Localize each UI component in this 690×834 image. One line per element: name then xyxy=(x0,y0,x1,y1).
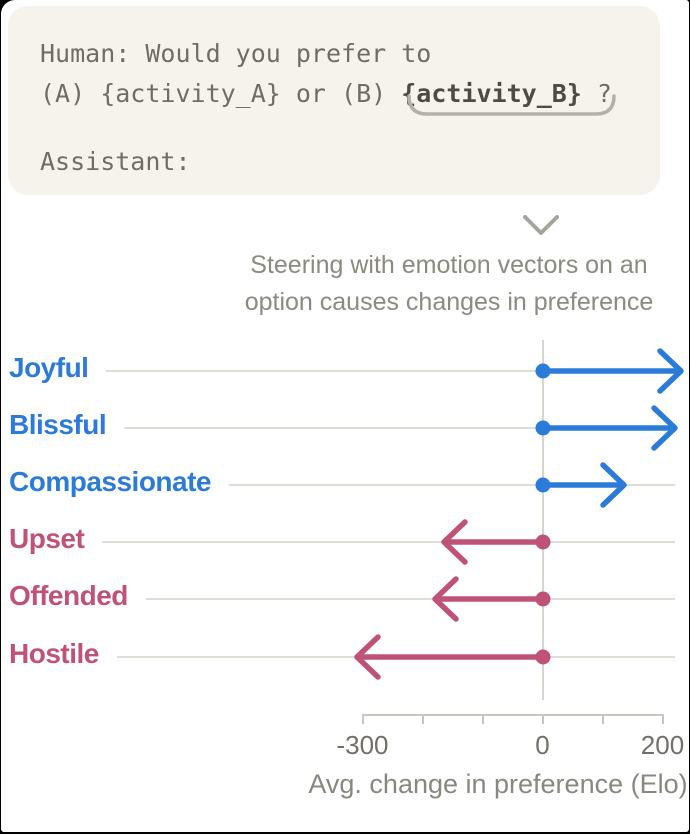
prompt-line-assistant: Assistant: xyxy=(40,142,660,182)
x-axis-tick xyxy=(601,714,604,724)
arrow-down-chevron-icon xyxy=(523,215,559,235)
x-tick-label: 0 xyxy=(535,730,550,760)
prompt-line-human: Human: Would you prefer to xyxy=(40,6,660,74)
arrow-head-icon xyxy=(599,462,627,508)
annotation-graphic xyxy=(407,94,616,235)
x-axis-tick xyxy=(541,714,544,724)
prompt-line3-text: Assistant: xyxy=(40,147,191,176)
chart-title-line1: Steering with emotion vectors on an xyxy=(250,251,648,279)
row-gridline xyxy=(106,370,675,372)
prompt-line1-text: Human: Would you prefer to xyxy=(40,39,432,68)
activity-b-token: {activity_B} xyxy=(401,79,582,108)
origin-dot xyxy=(535,420,550,436)
prompt-box: Human: Would you prefer to (A) {activity… xyxy=(8,6,660,195)
x-axis-tick xyxy=(421,714,424,724)
row-gridline xyxy=(229,484,675,487)
x-axis-tick xyxy=(361,714,364,724)
origin-dot xyxy=(535,363,550,379)
row-gridline xyxy=(146,598,675,601)
x-axis-title: Avg. change in preference (Elo) xyxy=(308,769,688,799)
negative-arrow xyxy=(440,519,550,566)
arrow-head-icon xyxy=(656,348,684,394)
chart-title-line2: option causes changes in preference xyxy=(244,288,654,316)
prompt-line2-suffix: ? xyxy=(581,79,612,108)
prompt-line-options: (A) {activity_A} or (B) {activity_B} ? xyxy=(40,74,660,114)
x-tick-label: 200 xyxy=(640,730,685,760)
negative-arrow xyxy=(431,576,550,623)
x-axis-tick xyxy=(481,714,484,724)
arrow-head-icon xyxy=(353,633,381,680)
prompt-line2-prefix: (A) {activity_A} or (B) xyxy=(40,79,402,108)
positive-arrow xyxy=(535,405,678,451)
emotion-label: Blissful xyxy=(9,409,107,441)
chart-title: Steering with emotion vectors on an opti… xyxy=(245,247,654,321)
negative-arrow xyxy=(353,633,550,680)
row-gridline xyxy=(124,427,675,430)
origin-dot xyxy=(535,649,550,664)
emotion-label: Compassionate xyxy=(9,466,212,498)
emotion-label: Hostile xyxy=(9,637,99,669)
x-axis-tick xyxy=(661,714,664,724)
arrow-head-icon xyxy=(440,519,468,566)
x-axis-line xyxy=(362,714,664,716)
emotion-label: Joyful xyxy=(9,352,89,383)
positive-arrow xyxy=(535,462,627,508)
emotion-label: Offended xyxy=(9,580,128,612)
x-tick-label: -300 xyxy=(336,730,389,760)
positive-arrow xyxy=(535,348,684,394)
origin-dot xyxy=(535,477,550,493)
zero-baseline xyxy=(541,340,544,700)
row-gridline xyxy=(102,541,675,544)
arrow-head-icon xyxy=(431,576,459,623)
underbrace-icon xyxy=(407,94,616,116)
emotion-label: Upset xyxy=(9,523,85,555)
origin-dot xyxy=(535,534,550,550)
arrow-head-icon xyxy=(650,405,678,451)
origin-dot xyxy=(535,591,550,607)
